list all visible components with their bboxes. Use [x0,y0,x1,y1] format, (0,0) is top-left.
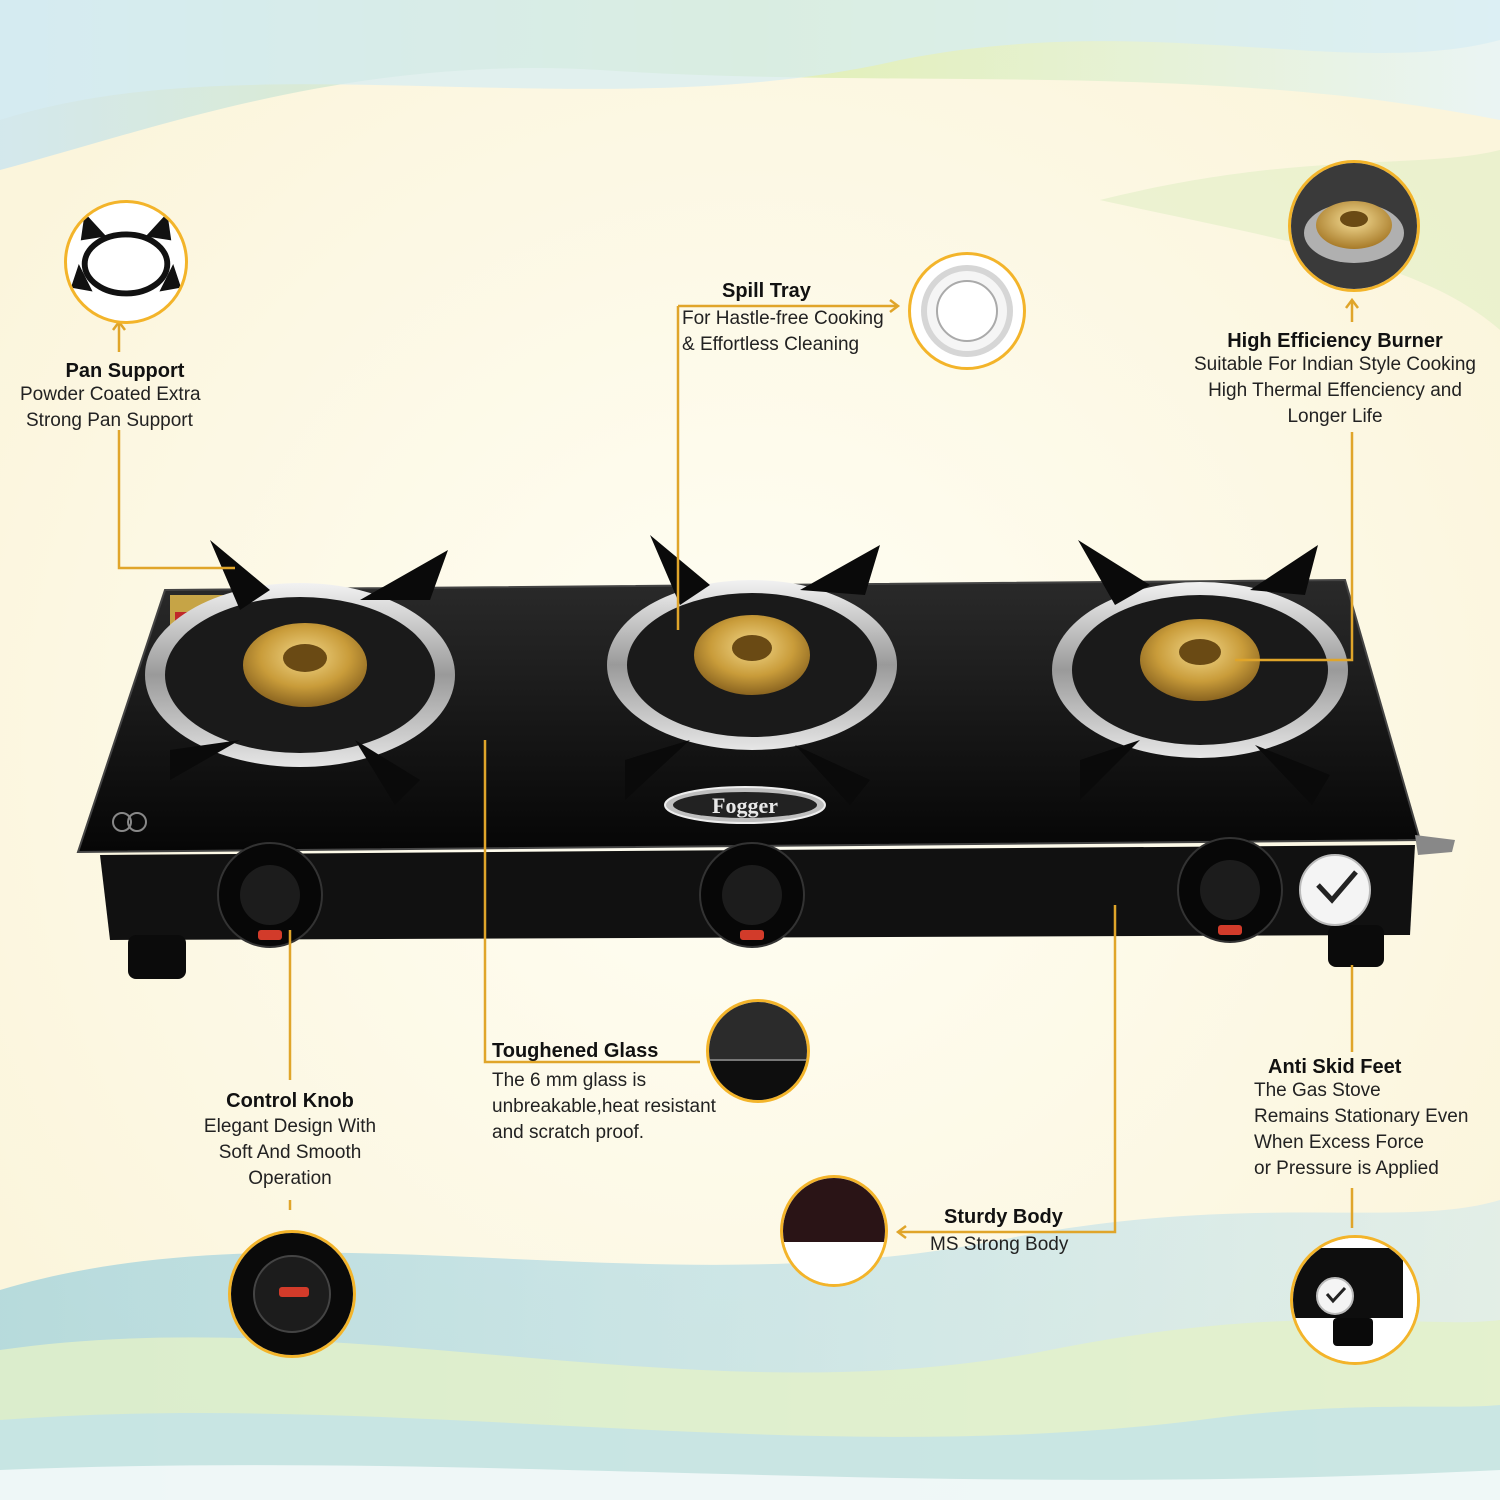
pan-support-circle [64,200,188,324]
control-knob-line-3: Operation [248,1168,332,1189]
stove-foot-left [128,935,186,979]
spill-tray-ring-icon [921,265,1013,357]
spill-tray-line-1: For Hastle-free Cooking [682,308,884,329]
knob-left [217,842,323,948]
control-knob-line-1: Elegant Design With [203,1116,377,1137]
sturdy-body-line-1: MS Strong Body [930,1234,1069,1255]
toughened-glass-line-3: and scratch proof. [492,1122,645,1143]
pan-support-title: Pan Support [65,360,185,382]
anti-skid-line-1: The Gas Stove [1254,1080,1381,1101]
knob-middle [699,842,805,948]
burner-line-3: Longer Life [1287,406,1383,427]
anti-skid-foot-icon [1293,1238,1417,1362]
stove-foot-right [1328,925,1384,967]
control-knob-title: Control Knob [226,1090,354,1112]
body-corner-icon [783,1178,885,1284]
anti-skid-feature: Anti Skid Feet The Gas Stove Remains Sta… [1254,1056,1494,1182]
feet-circle [1290,1235,1420,1365]
brand-logo: Fogger [712,793,778,818]
anti-skid-line-4: or Pressure is Applied [1254,1158,1439,1179]
sturdy-body-feature: Sturdy Body MS Strong Body [930,1206,1110,1258]
toughened-glass-feature: Toughened Glass The 6 mm glass is unbrea… [492,1040,752,1146]
burner-title: High Efficiency Burner [1227,330,1443,352]
control-knob-line-2: Soft And Smooth [218,1142,362,1163]
pan-support-feature: Pan Support Powder Coated Extra Strong P… [20,360,230,434]
body-circle [780,1175,888,1287]
burner-middle [607,535,897,805]
pan-support-icon [70,212,182,297]
toughened-glass-line-1: The 6 mm glass is [492,1070,647,1091]
knob-circle [228,1230,356,1358]
pan-support-line-1: Powder Coated Extra [20,384,201,405]
burner-line-2: High Thermal Effenciency and [1208,380,1462,401]
spill-tray-title: Spill Tray [722,280,811,302]
toughened-glass-title: Toughened Glass [492,1040,659,1062]
control-knob-icon [231,1233,353,1355]
anti-skid-line-2: Remains Stationary Even [1254,1106,1469,1127]
control-knob-feature: Control Knob Elegant Design With Soft An… [180,1090,400,1192]
burner-circle [1288,160,1420,292]
anti-skid-line-3: When Excess Force [1254,1132,1424,1153]
burner-left [145,540,455,805]
burner-line-1: Suitable For Indian Style Cooking [1194,354,1476,375]
knob-right [1177,837,1283,943]
certified-badge-icon [1299,854,1371,926]
anti-skid-title: Anti Skid Feet [1268,1056,1402,1078]
pan-support-line-2: Strong Pan Support [26,410,193,431]
spill-tray-feature: Spill Tray For Hastle-free Cooking & Eff… [682,280,912,358]
brass-burner-icon [1291,163,1417,289]
spill-tray-line-2: & Effortless Cleaning [682,334,860,355]
burner-feature: High Efficiency Burner Suitable For Indi… [1178,330,1492,430]
spill-tray-circle [908,252,1026,370]
toughened-glass-line-2: unbreakable,heat resistant [492,1096,716,1117]
sturdy-body-title: Sturdy Body [944,1206,1063,1228]
